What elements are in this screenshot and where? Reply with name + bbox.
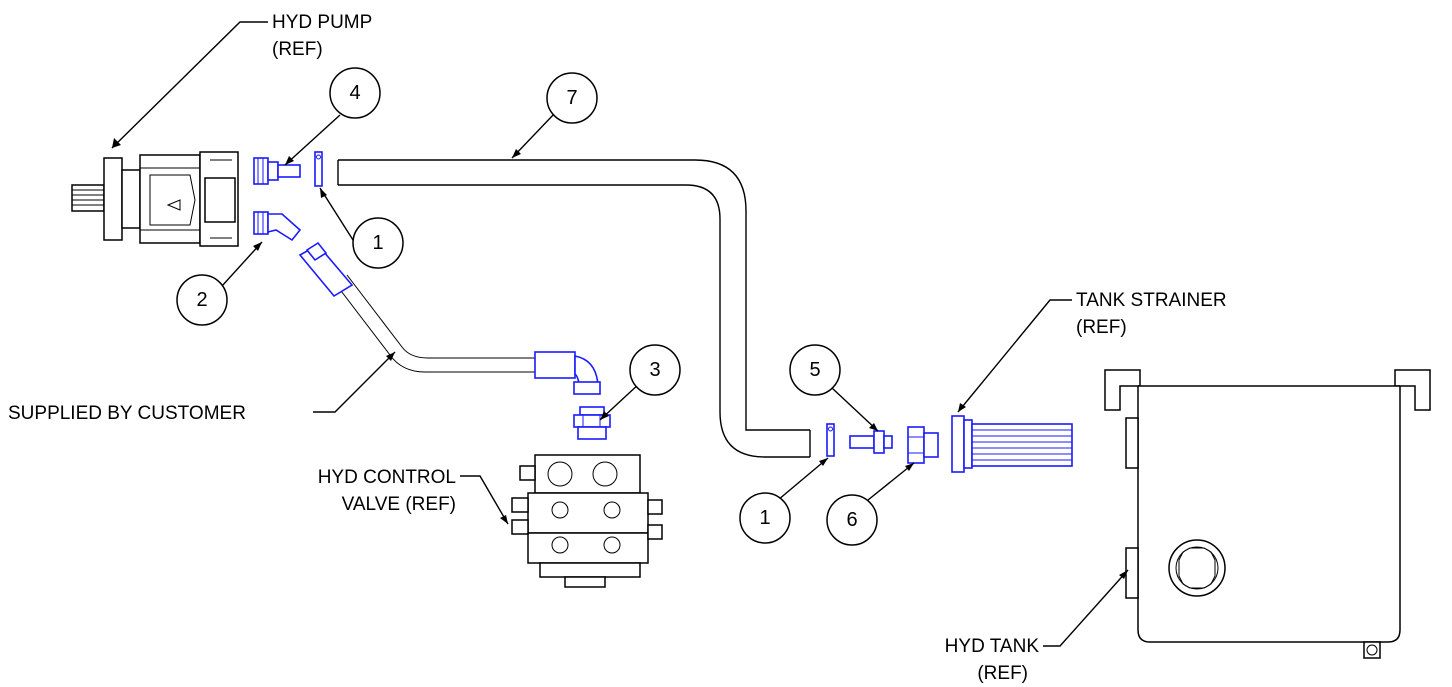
balloon-4: 4 — [329, 67, 381, 119]
label-tank-strainer: TANK STRAINER — [1076, 290, 1227, 311]
fitting-4 — [253, 157, 301, 185]
label-tank-strainer-ref: (REF) — [1076, 317, 1127, 338]
fitting-5 — [849, 430, 893, 454]
balloon-6-number: 6 — [846, 509, 857, 531]
balloon-5: 5 — [789, 344, 841, 396]
balloon-2-number: 2 — [196, 289, 207, 311]
balloon-1-top: 1 — [352, 217, 404, 269]
balloon-7: 7 — [546, 72, 598, 124]
clamp-1-bottom — [826, 423, 835, 457]
label-hyd-control-valve-ref: VALVE (REF) — [342, 494, 456, 515]
customer-hose — [298, 241, 601, 395]
balloon-1-top-number: 1 — [372, 232, 383, 254]
label-hyd-tank: HYD TANK — [945, 636, 1040, 657]
balloon-3-number: 3 — [649, 359, 660, 381]
balloon-4-number: 4 — [349, 82, 360, 104]
balloon-2: 2 — [176, 274, 228, 326]
hyd-tank — [1104, 369, 1431, 659]
leader-lines — [111, 21, 1129, 647]
balloon-1-bottom-number: 1 — [759, 507, 770, 529]
fitting-6 — [907, 426, 939, 464]
balloon-3: 3 — [629, 344, 681, 396]
label-hyd-control: HYD CONTROL — [318, 467, 456, 488]
balloon-5-number: 5 — [809, 359, 820, 381]
label-hyd-pump: HYD PUMP — [272, 12, 372, 33]
label-hyd-tank-ref: (REF) — [977, 663, 1028, 684]
balloon-6: 6 — [826, 494, 878, 546]
hyd-control-valve — [511, 454, 663, 588]
tank-strainer — [951, 415, 1073, 473]
return-hose-7 — [337, 159, 811, 458]
balloon-7-number: 7 — [566, 87, 577, 109]
hyd-pump — [71, 151, 239, 247]
clamp-1-top — [314, 151, 323, 187]
label-supplied-by-customer: SUPPLIED BY CUSTOMER — [8, 403, 246, 424]
balloon-1-bottom: 1 — [739, 492, 791, 544]
label-hyd-pump-ref: (REF) — [272, 39, 323, 60]
fitting-2 — [253, 211, 302, 242]
